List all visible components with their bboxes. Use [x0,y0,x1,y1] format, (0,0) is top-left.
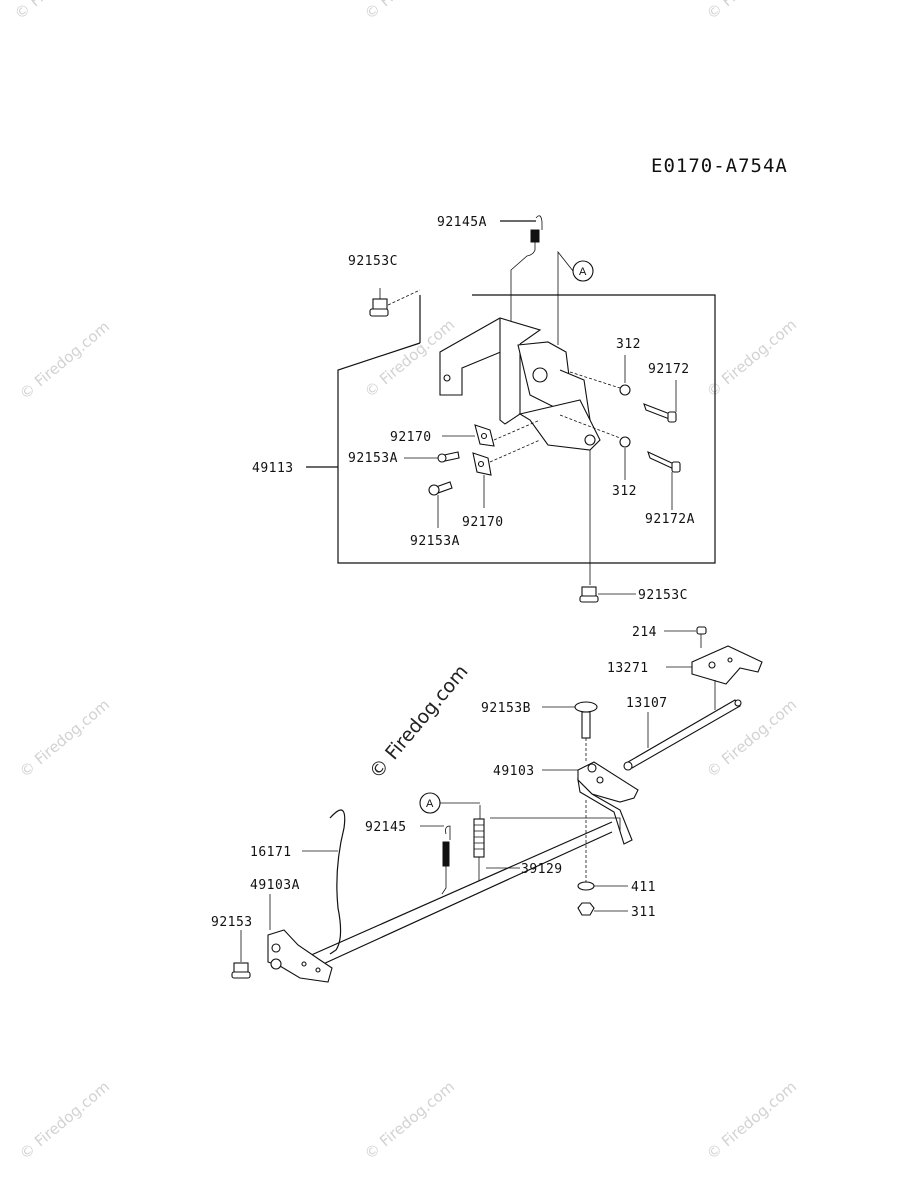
label-312-top: 312 [616,337,641,352]
lower-assembly: 214 13271 13107 92153B [211,625,763,983]
callout-a-top-label: A [579,266,587,278]
screw-92172 [643,403,677,423]
watermark: © Firedog.com [16,1078,113,1163]
watermark: © Firedog.com [703,316,800,401]
washer-411 [577,881,595,891]
label-92153B: 92153B [481,701,531,716]
bolt-92153C-top [369,288,389,317]
control-bracket [439,317,601,451]
label-39129: 39129 [521,862,563,877]
label-92153A-left: 92153A [348,451,398,466]
watermark: © Firedog.com [361,1078,458,1163]
diagram-code: E0170-A754A [651,155,788,177]
plate-49103A [267,929,333,983]
label-13107: 13107 [626,696,668,711]
label-92145A: 92145A [437,215,487,230]
watermark: © Firedog.com [11,0,108,23]
clip-92170-top [474,424,495,447]
nut-312-bottom [619,436,631,448]
clip-92170-bottom [472,452,492,476]
watermark: © Firedog.com [16,318,113,403]
spring-92145 [441,825,451,895]
plate-13271 [691,645,763,685]
watermark: © Firedog.com [703,1078,800,1163]
shaft-13107 [623,699,742,771]
label-13271: 13271 [607,661,649,676]
label-92153A-bottom: 92153A [410,534,460,549]
spring-39129 [473,805,485,881]
watermark: © Firedog.com [703,0,800,23]
bolt-92153B [574,701,598,739]
label-92153C-bottom: 92153C [638,588,688,603]
label-92153C-top: 92153C [348,254,398,269]
label-49103A: 49103A [250,878,300,893]
screw-92172A [647,450,681,473]
label-312-bottom: 312 [612,484,637,499]
label-92172: 92172 [648,362,690,377]
screw-92153A-left [437,451,460,463]
screw-214 [696,626,707,648]
label-411: 411 [631,880,656,895]
label-92170-bottom: 92170 [462,515,504,530]
label-92145: 92145 [365,820,407,835]
rod-16171 [329,809,346,955]
bolt-92153C-bottom [579,586,599,603]
label-92170-top: 92170 [390,430,432,445]
upper-assembly: 92145A A 92153C 312 [252,215,716,603]
label-49113: 49113 [252,461,294,476]
lever-49103 [577,761,639,845]
label-49103: 49103 [493,764,535,779]
label-311: 311 [631,905,656,920]
callout-a-bottom-label: A [426,798,434,810]
watermark: © Firedog.com [16,696,113,781]
screw-92153A-bottom [428,481,453,496]
watermark: © Firedog.com [361,0,458,23]
nut-311 [577,902,595,916]
watermark-center: © Firedog.com [365,661,473,783]
watermark: © Firedog.com [703,696,800,781]
label-92172A: 92172A [645,512,695,527]
label-16171: 16171 [250,845,292,860]
nut-312-top [619,384,631,396]
bolt-92153 [231,962,251,979]
spring-92145A [500,215,543,401]
label-92153: 92153 [211,915,253,930]
label-214: 214 [632,625,657,640]
